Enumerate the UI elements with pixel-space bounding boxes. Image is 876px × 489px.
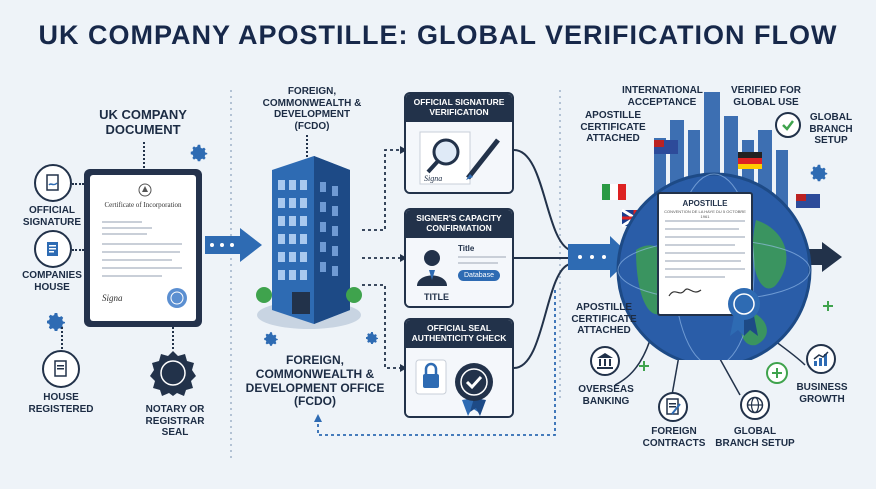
apostille-subheading: CONVENTION DE LA HAYE DU 5 OCTOBRE 1961	[664, 209, 746, 219]
signature-icon	[34, 164, 72, 202]
global-branch-setup-top-label: GLOBAL BRANCH SETUP	[809, 112, 853, 146]
capacity-database-pill: Database	[458, 269, 500, 281]
plus-icon	[639, 361, 649, 371]
capacity-field-title: Title	[458, 243, 475, 253]
international-acceptance-label: INTERNATIONAL ACCEPTANCE	[622, 85, 703, 108]
registered-doc-icon	[42, 350, 80, 388]
apostille-attached-bottom-label: APOSTILLE CERTIFICATE ATTACHED	[571, 302, 637, 336]
apostille-attached-top-label: APOSTILLE CERTIFICATE ATTACHED	[580, 110, 646, 144]
rosette-seal-icon	[728, 288, 760, 336]
document-signature: Signa	[102, 293, 123, 303]
fcdo-top-label: FOREIGN, COMMONWEALTH & DEVELOPMENT (FCD…	[262, 86, 362, 132]
foreign-contracts-label: FOREIGN CONTRACTS	[642, 426, 706, 449]
capacity-field-label: TITLE	[424, 291, 449, 302]
check-card-capacity: SIGNER'S CAPACITY CONFIRMATION Title Dat…	[404, 208, 514, 308]
plus-icon	[766, 362, 788, 384]
certificate-title: Certificate of Incorporation	[104, 201, 182, 209]
gear-icon	[364, 330, 380, 351]
check-card-signature: OFFICIAL SIGNATURE VERIFICATION Signa	[404, 92, 514, 194]
overseas-banking-label: OVERSEAS BANKING	[578, 384, 634, 407]
check-title: SIGNER'S CAPACITY CONFIRMATION	[406, 210, 512, 238]
growth-chart-icon	[806, 344, 836, 374]
person-id-icon	[417, 249, 447, 286]
page-title: UK COMPANY APOSTILLE: GLOBAL VERIFICATIO…	[38, 20, 838, 50]
house-registered-label: HOUSE REGISTERED	[28, 392, 94, 415]
gear-icon	[188, 142, 210, 169]
verified-global-use-label: VERIFIED FOR GLOBAL USE	[730, 85, 801, 108]
fcdo-bottom-label: FOREIGN, COMMONWEALTH & DEVELOPMENT OFFI…	[245, 353, 385, 409]
check-icon	[775, 112, 801, 138]
lock-seal-icon	[415, 359, 493, 416]
gear-icon	[808, 162, 830, 189]
notary-seal-label: NOTARY OR REGISTRAR SEAL	[145, 404, 205, 438]
document-label: UK COMPANY DOCUMENT	[99, 107, 187, 137]
globe-icon	[740, 390, 770, 420]
magnifier-pen-icon	[419, 131, 500, 185]
crest-icon	[138, 183, 152, 197]
verification-signature: Signa	[424, 173, 443, 183]
companies-house-label: COMPANIES HOUSE	[22, 270, 82, 293]
gear-icon	[262, 330, 280, 353]
apostille-signature-icon	[668, 288, 702, 297]
seal-icon	[167, 288, 187, 308]
fcdo-building	[256, 156, 362, 329]
business-growth-label: BUSINESS GROWTH	[796, 382, 848, 405]
company-document: Certificate of Incorporation Signa	[84, 169, 202, 327]
companies-house-icon	[34, 230, 72, 268]
gear-icon	[44, 310, 68, 339]
contract-icon	[658, 392, 688, 422]
bank-icon	[590, 346, 620, 376]
plus-icon	[823, 301, 833, 311]
check-title: OFFICIAL SIGNATURE VERIFICATION	[406, 94, 512, 122]
apostille-heading: APOSTILLE	[682, 199, 728, 208]
official-signature-label: OFFICIAL SIGNATURE	[22, 205, 82, 228]
seal-icon	[150, 350, 196, 401]
check-title: OFFICIAL SEAL AUTHENTICITY CHECK	[406, 320, 512, 348]
global-branch-setup-bottom-label: GLOBAL BRANCH SETUP	[715, 426, 795, 449]
check-card-seal: OFFICIAL SEAL AUTHENTICITY CHECK	[404, 318, 514, 418]
